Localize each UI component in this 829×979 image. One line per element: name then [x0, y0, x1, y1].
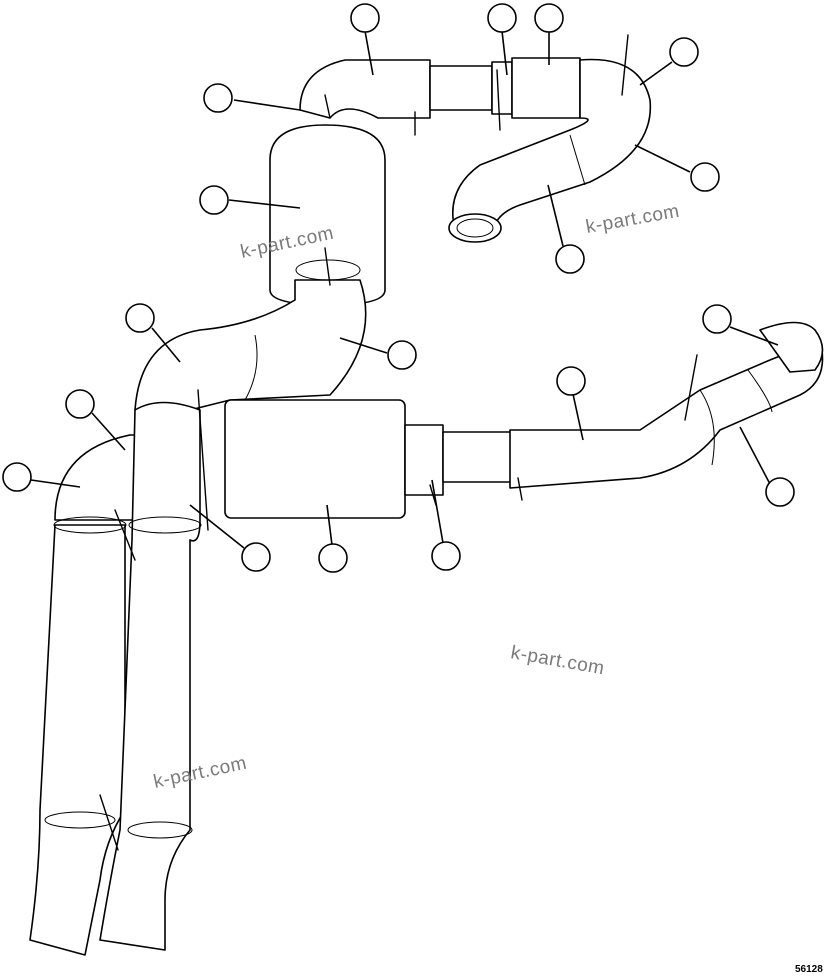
callout-5 — [203, 83, 301, 113]
callout-6 — [634, 144, 720, 192]
upper-to-lower-pipe — [134, 279, 367, 411]
callout-15 — [739, 426, 795, 507]
upper-outlet-ring — [448, 213, 502, 243]
callout-3 — [534, 3, 564, 65]
watermark-2: k-part.com — [584, 201, 681, 238]
callout-4 — [639, 37, 699, 86]
lower-muffler — [224, 399, 514, 519]
callout-12 — [556, 366, 586, 441]
callout-8 — [547, 184, 585, 274]
clamps — [99, 34, 698, 851]
callout-18 — [431, 479, 461, 571]
callout-2 — [487, 3, 517, 76]
callout-7 — [199, 185, 301, 215]
callouts — [2, 3, 795, 573]
upper-elbow-pipe — [299, 57, 581, 119]
callout-16 — [189, 504, 271, 572]
stack-pipe-left — [29, 516, 127, 956]
callout-14 — [2, 462, 81, 492]
figure-number: 56128 — [795, 964, 823, 975]
callout-11 — [339, 337, 417, 370]
lower-right-pipe — [509, 321, 824, 489]
stack-pipe-right — [44, 401, 202, 951]
callout-1 — [350, 3, 380, 76]
callout-10 — [702, 304, 779, 346]
callout-9 — [125, 303, 181, 363]
stack-elbow-left — [54, 434, 151, 521]
upper-muffler — [269, 124, 386, 306]
callout-17 — [318, 504, 348, 573]
right-upper-elbow — [451, 58, 652, 231]
watermark-3: k-part.com — [509, 642, 606, 679]
callout-13 — [65, 389, 126, 451]
